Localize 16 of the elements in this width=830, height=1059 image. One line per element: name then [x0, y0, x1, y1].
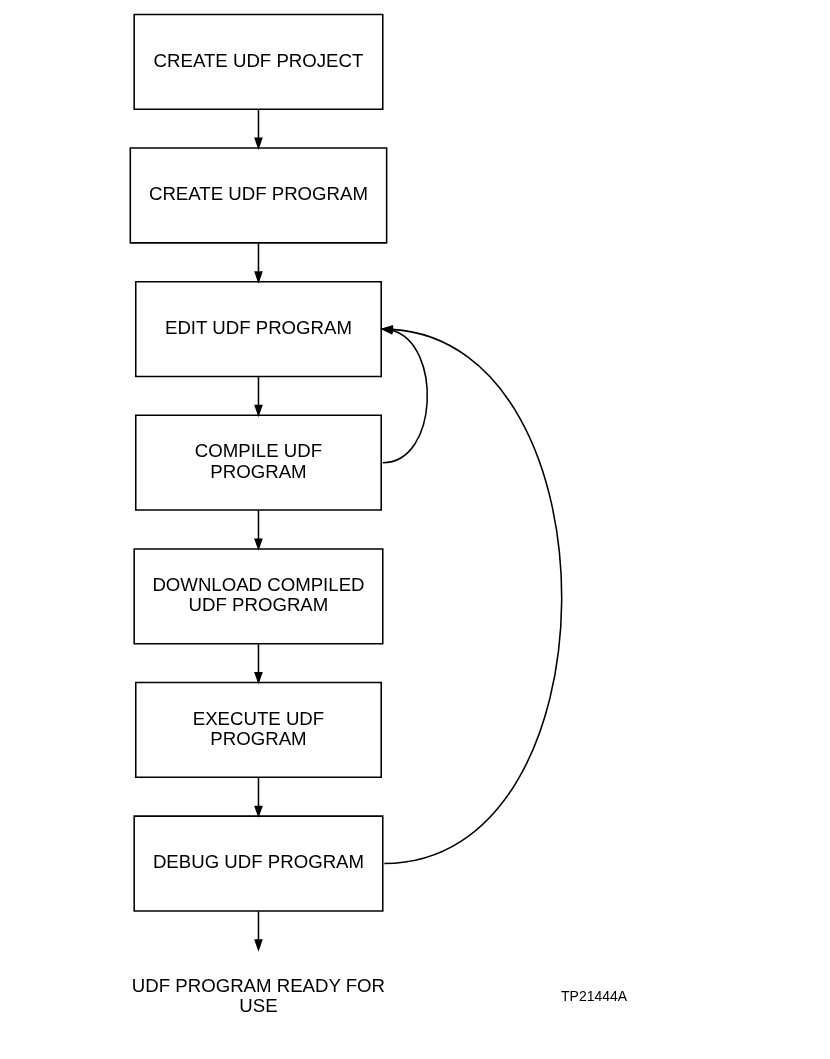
node-box: EXECUTE UDF PROGRAM [134, 681, 382, 779]
arrow [254, 109, 263, 151]
node-box: DOWNLOAD COMPILED UDF PROGRAM [133, 548, 384, 645]
node-box: COMPILE UDF PROGRAM [134, 414, 382, 511]
arrow [254, 376, 263, 418]
arrow [254, 242, 263, 284]
node-box: DEBUG UDF PROGRAM [133, 815, 384, 912]
node-box: CREATE UDF PROGRAM [129, 147, 388, 244]
node-box: CREATE UDF PROJECT [133, 13, 384, 111]
node-box: EDIT UDF PROGRAM [134, 280, 382, 378]
arrow [254, 509, 263, 551]
node-text: UDF PROGRAM READY FOR USE [131, 974, 386, 1017]
arrow [254, 777, 263, 819]
label: TP21444A [561, 987, 628, 1004]
arrow [254, 643, 263, 685]
arrow [254, 910, 263, 952]
